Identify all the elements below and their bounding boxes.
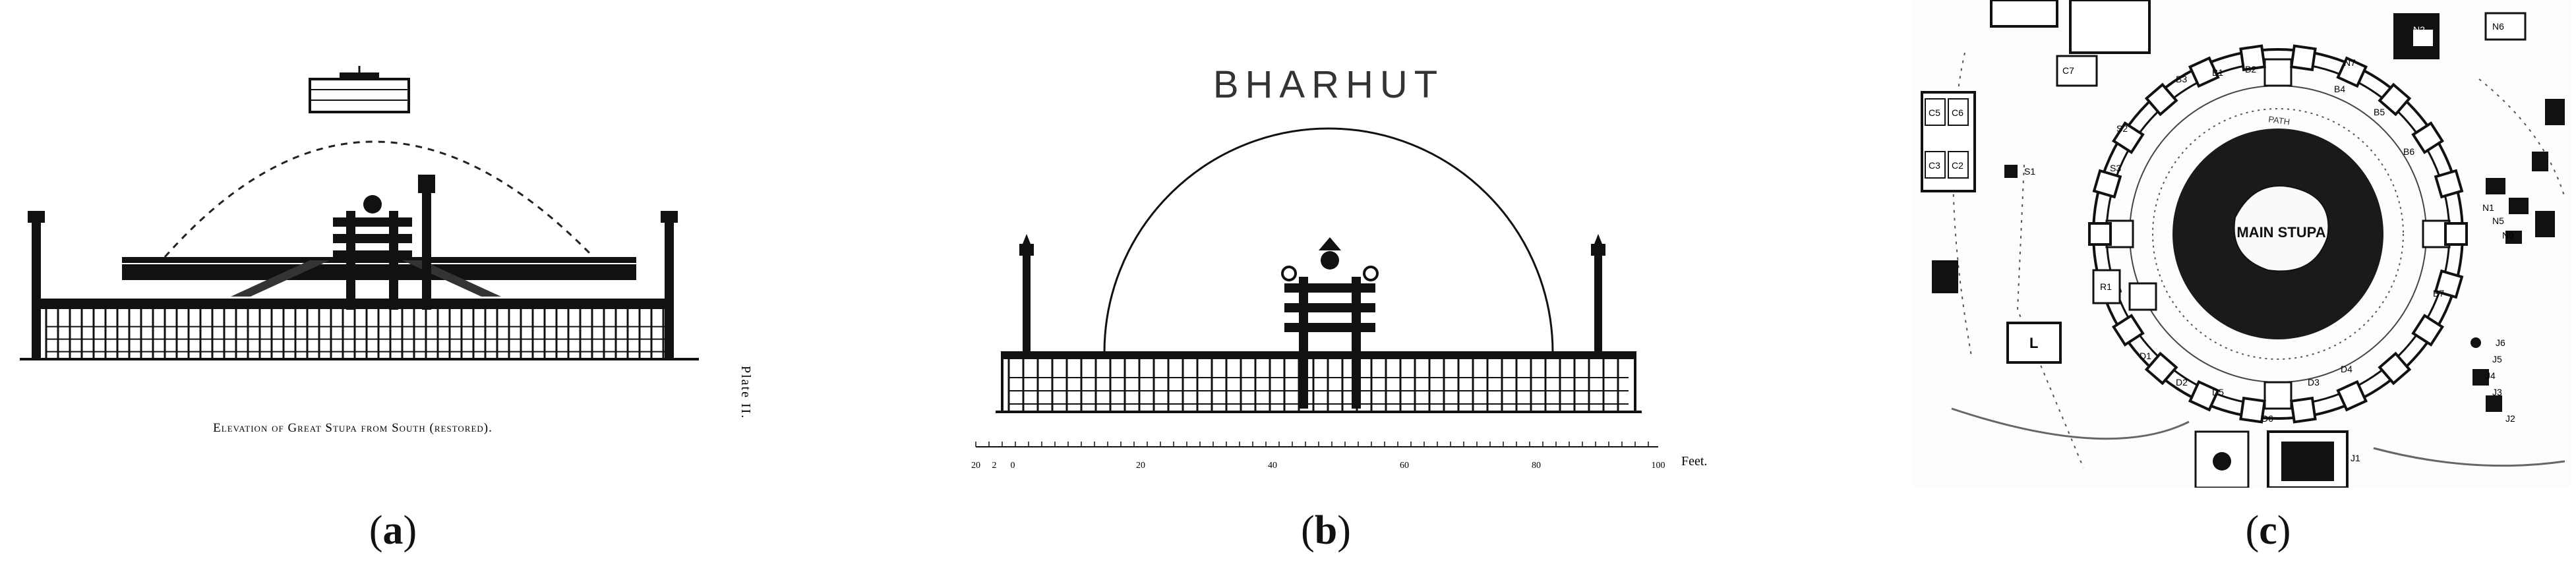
shrine-cell <box>2144 351 2178 386</box>
site-label-j1: J1 <box>2351 453 2360 463</box>
scale-label-2: 0 <box>1011 461 1015 471</box>
site-label-b4: B4 <box>2334 84 2345 94</box>
caption-b: (b) <box>1301 508 1351 553</box>
ground-railing <box>1001 351 1636 413</box>
pillar-left <box>1019 234 1034 353</box>
site-label-b5: B5 <box>2374 107 2385 117</box>
shrine-cell <box>2411 121 2445 154</box>
site-label-c7: C7 <box>2062 65 2074 76</box>
building-top-left <box>1990 0 2058 28</box>
site-label-r1: R1 <box>2100 281 2112 292</box>
scale-label-1: 2 <box>992 461 997 471</box>
shrine-cell <box>2434 269 2464 299</box>
site-label-n1: N1 <box>2482 202 2494 213</box>
panel-a-drawing: Elevation of Great Stupa from South (res… <box>20 66 753 435</box>
shrine-cell <box>2444 222 2468 246</box>
shrine-cell <box>2144 82 2178 117</box>
site-label-j4: J4 <box>2486 370 2496 381</box>
shrine-cell <box>2092 169 2122 199</box>
harmika <box>309 66 410 113</box>
site-label-s2: S2 <box>2116 123 2128 134</box>
site-label-s3: S3 <box>2110 163 2121 173</box>
site-label-n2: N2 <box>2413 24 2425 35</box>
panel-a-title: Elevation of Great Stupa from South (res… <box>213 421 493 435</box>
site-label-c3: C3 <box>1929 160 1940 171</box>
scale-label-3: 20 <box>1136 461 1145 471</box>
panel-b: BHARHUT <box>923 0 1714 553</box>
site-label-d6: D6 <box>2261 413 2273 424</box>
site-label-d3: D3 <box>2308 377 2320 387</box>
scale-bar: 20 2 0 20 40 60 80 100 Feet. <box>971 442 1707 471</box>
site-label-j2: J2 <box>2505 413 2515 424</box>
site-label-d4: D4 <box>2341 364 2352 374</box>
site-label-d5: D5 <box>2212 387 2224 397</box>
pillar-right <box>661 211 678 359</box>
site-label-n9: N9 <box>2502 230 2514 241</box>
site-label-b2: B2 <box>2245 64 2256 74</box>
path-label: PATH <box>2268 114 2291 127</box>
panel-b-drawing: BHARHUT <box>971 63 1707 471</box>
caption-c: (c) <box>2245 508 2291 553</box>
site-label-j5: J5 <box>2492 354 2502 364</box>
site-label-j3: J3 <box>2492 387 2502 397</box>
upper-terrace <box>122 257 636 280</box>
panel-c-site-plan: MAIN STUPA PATH <box>1912 0 2571 488</box>
shrine-cell <box>2336 380 2368 412</box>
dome-outline <box>1103 127 1554 353</box>
site-label-d1: D1 <box>2140 351 2151 361</box>
site-label-b3: B3 <box>2176 74 2187 84</box>
scale-unit: Feet. <box>1681 454 1707 469</box>
panel-a-plate-label: Plate II. <box>738 366 753 419</box>
pillar-center-right <box>422 178 431 310</box>
torana-gateway <box>333 195 412 310</box>
panel-b-title: BHARHUT <box>1213 63 1444 106</box>
scale-label-5: 60 <box>1400 461 1409 471</box>
panel-a: Elevation of Great Stupa from South (res… <box>0 0 791 553</box>
shrine-cell <box>2378 82 2412 117</box>
site-label-l: L <box>2029 335 2038 351</box>
path-ring <box>2152 108 2404 360</box>
pillar-right <box>1591 234 1605 353</box>
shrine-cell <box>2188 56 2220 88</box>
scale-label-4: 40 <box>1268 461 1277 471</box>
site-label-j6: J6 <box>2496 337 2505 348</box>
torana-gateway <box>1281 237 1379 409</box>
panel-c: MAIN STUPA PATH <box>1912 0 2576 553</box>
scale-label-0: 20 <box>971 461 980 471</box>
shrine-cell <box>2411 314 2445 347</box>
shrine-cell <box>2378 351 2412 386</box>
shrine-cell <box>2336 56 2368 88</box>
shrine-cell <box>2188 380 2220 412</box>
site-label-d2: D2 <box>2176 377 2188 387</box>
caption-a-letter: a <box>382 508 404 553</box>
site-label-s1: S1 <box>2024 166 2035 177</box>
site-label-c5: C5 <box>1929 107 1940 118</box>
scale-label-7: 100 <box>1652 461 1665 471</box>
shrine-cell <box>2290 396 2317 424</box>
scale-label-6: 80 <box>1532 461 1541 471</box>
building-L <box>2006 322 2062 364</box>
site-label-b7: B7 <box>2433 288 2444 299</box>
site-label-b1: B1 <box>2212 67 2223 78</box>
dome-outline <box>164 140 595 258</box>
stairway <box>231 260 330 297</box>
site-label-n6: N6 <box>2492 21 2504 32</box>
shrine-cell <box>2111 314 2145 347</box>
site-label-n7: N7 <box>2344 57 2356 68</box>
shrine-cell <box>2239 44 2266 72</box>
shrine-cell <box>2088 222 2112 246</box>
shrine-cell <box>2239 396 2266 424</box>
caption-a: (a) <box>369 508 417 553</box>
site-label-b6: B6 <box>2403 146 2414 157</box>
shrine-cell <box>2434 169 2464 199</box>
main-stupa-label: MAIN STUPA <box>2236 224 2325 241</box>
caption-c-letter: c <box>2259 508 2277 553</box>
shrine-cell <box>2111 121 2145 154</box>
pillar-left <box>28 211 45 359</box>
site-label-c2: C2 <box>1952 160 1963 171</box>
site-label-n5: N5 <box>2492 215 2504 226</box>
site-label-c6: C6 <box>1952 107 1963 118</box>
shrine-cell <box>2290 44 2317 72</box>
caption-b-letter: b <box>1314 508 1338 553</box>
